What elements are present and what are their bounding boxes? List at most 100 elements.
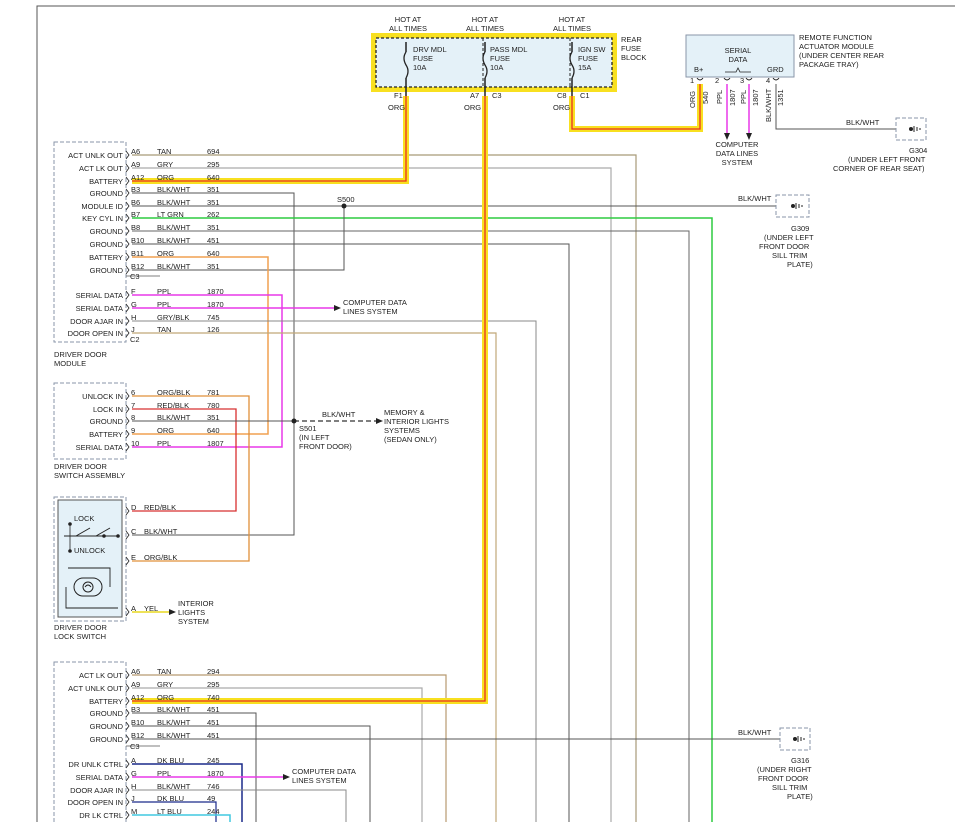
connector-pin-icon [125,239,130,249]
fuse-wire-label-1: ORG [388,103,405,112]
ddm-pin-label: G [131,300,137,309]
rfa-wire-2-color: PPL [715,90,724,104]
ddm-circuit-number: 262 [207,210,220,219]
connector-pin-icon [125,303,130,313]
wire-ddm-h-door-ajar [132,320,537,822]
ddm-pin-label: J [131,325,135,334]
dds-wire-color: ORG/BLK [157,388,190,397]
connector-pin-icon [125,316,130,326]
wire-pdm-a6-tan [132,674,447,822]
pdm-function-label: ACT UNLK OUT [68,684,123,693]
hot-label-1b: ALL TIMES [389,24,427,33]
connector-pin-icon [125,391,130,401]
ddm-name-2: MODULE [54,359,86,368]
ddm-circuit-number: 351 [207,262,220,271]
interior-3: SYSTEM [178,617,209,626]
rfa-cdl-2: DATA LINES [716,149,758,158]
ddm-pin-label: B11 [131,249,144,258]
pdm-function-label: GROUND [90,709,124,718]
g309-loc-4: PLATE) [787,260,813,269]
wire-ddm-b12-ground [132,206,345,271]
ddm-function-label: GROUND [90,227,124,236]
ddm-function-label: KEY CYL IN [82,214,123,223]
wire-ddm-b11-battery [132,256,269,435]
dds-box [53,382,127,460]
rfa-title-2: ACTUATOR MODULE [799,42,874,51]
pdm-function-label: GROUND [90,735,124,744]
ddm-pin-label: A9 [131,160,140,169]
g304-wire: BLK/WHT [846,118,880,127]
ground-icon [797,736,805,742]
connector-pin-icon [125,708,130,718]
connector-pin-icon [125,556,130,566]
fuse-drv-mdl-icon [403,51,409,79]
memory-lights-3: SYSTEMS [384,426,420,435]
pdm-function-label: SERIAL DATA [76,773,123,782]
ddm-wire-color: BLK/WHT [157,198,191,207]
g304-loc-2: CORNER OF REAR SEAT) [833,164,925,173]
pdm-function-label: DOOR OPEN IN [68,798,123,807]
ground-g304: BLK/WHT G304 (UNDER LEFT FRONT CORNER OF… [833,117,927,173]
fuse-block-name-2: FUSE [621,44,641,53]
fuse-wire-label-3: ORG [553,103,570,112]
arrow-memory-lights [376,418,383,424]
pdm-pin-label: A12 [131,693,144,702]
rfa-pin-4: 4 [766,76,770,85]
ddm-circuit-number: 295 [207,160,220,169]
dds-circuit-number: 351 [207,413,220,422]
g316-name: G316 [791,756,809,765]
hot-label-3b: ALL TIMES [553,24,591,33]
dds-function-label: SERIAL DATA [76,443,123,452]
ddm-name-1: DRIVER DOOR [54,350,108,359]
pdm-c3: C3 [130,742,140,751]
driver-door-lock-switch: LOCK UNLOCK DRIVER DOOR LOCK SWITCH INTE… [53,496,214,641]
interior-2: LIGHTS [178,608,205,617]
dds-pin-label: 7 [131,401,135,410]
ddm-function-label: ACT UNLK OUT [68,151,123,160]
pdm-wire-color: DK BLU [157,794,184,803]
connector-pin-icon [125,163,130,173]
arrow-cdl2 [283,774,290,780]
rfa-cdl-1: COMPUTER [716,140,760,149]
g309-loc-3: SILL TRIM [772,251,807,260]
connector-pin-icon [125,607,130,617]
connector-pin-icon [125,670,130,680]
wire-ddm-b8-ground [132,230,690,822]
pin-a7: A7 [470,91,479,100]
cdl2-line1: COMPUTER DATA [292,767,356,776]
rfa-title-4: PACKAGE TRAY) [799,60,859,69]
pdm-pin-label: G [131,769,137,778]
ddm-wire-color: TAN [157,147,171,156]
g316-loc-2: FRONT DOOR [758,774,809,783]
wire-pdm-m-ltblu [132,814,231,822]
ddm-wire-color: PPL [157,300,171,309]
ground-icon [913,126,921,132]
pdm-wire-color: BLK/WHT [157,731,191,740]
pdm-function-label: GROUND [90,722,124,731]
connector-pin-icon [125,213,130,223]
dds-name-2: SWITCH ASSEMBLY [54,471,125,480]
lamp-icon [73,577,103,597]
dds-wire-color: RED/BLK [157,401,189,410]
ddm-function-label: SERIAL DATA [76,291,123,300]
rear-fuse-block: HOT AT ALL TIMES HOT AT ALL TIMES HOT AT… [371,15,646,112]
g316-loc-3: SILL TRIM [772,783,807,792]
ddm-c3: C3 [130,272,140,281]
ground-icon [795,203,803,209]
connector-pin-icon [125,797,130,807]
splice-s500-label: S500 [337,195,355,204]
fuse3-rating: 15A [578,63,591,72]
ddm-circuit-number: 126 [207,325,220,334]
pdm-pin-label: M [131,807,137,816]
ddm-box [53,141,127,343]
ddm-function-label: DOOR AJAR IN [70,317,123,326]
pin-f1: F1 [394,91,403,100]
hot-label-2b: ALL TIMES [466,24,504,33]
connector-pin-icon [125,810,130,820]
g309-wire: BLK/WHT [738,194,772,203]
